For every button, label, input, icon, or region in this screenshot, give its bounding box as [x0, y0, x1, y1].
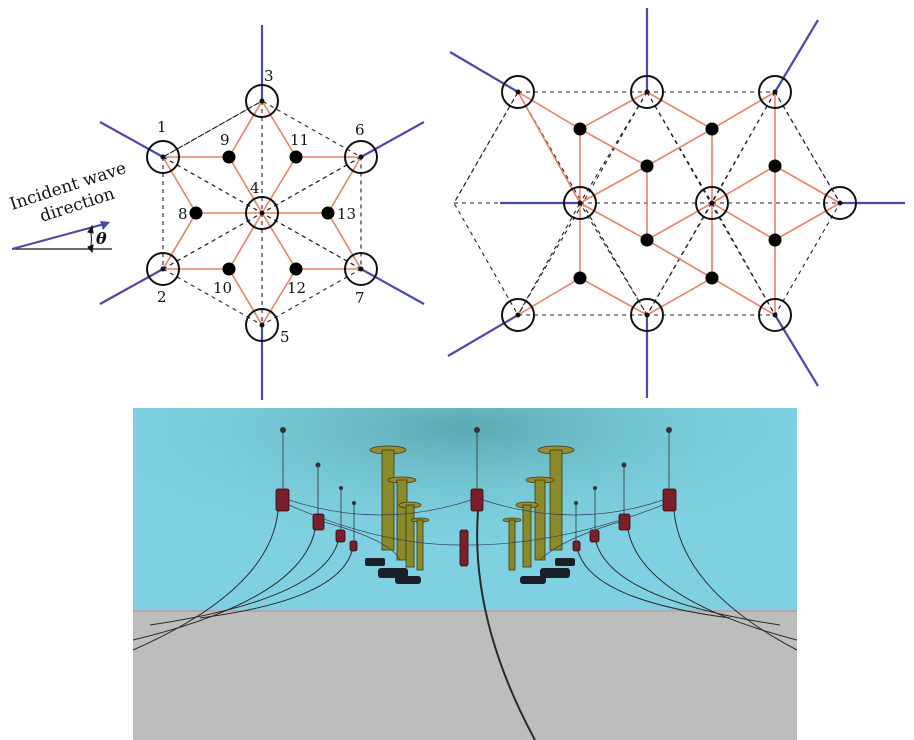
mooring-cables [132, 510, 798, 740]
solid-nodes [189, 150, 335, 276]
node-label-5: 5 [280, 328, 290, 346]
node-label-3: 3 [264, 67, 274, 85]
mooring-lines-right [447, 8, 905, 398]
floater-centers [160, 98, 364, 328]
surface-markers [280, 427, 672, 505]
floater-centers-right [515, 89, 843, 318]
surface-mist [133, 408, 797, 613]
surface-tethers [282, 430, 670, 541]
hexagon-array-diagram: 1 2 3 4 5 6 7 8 9 10 11 12 13 Incident w… [7, 25, 425, 400]
floater-circles [146, 84, 378, 342]
node-labels: 1 2 3 4 5 6 7 8 9 10 11 12 13 [157, 67, 365, 346]
seabed [133, 610, 797, 740]
angle-symbol: θ [96, 229, 107, 248]
floater-circles-right [501, 75, 857, 332]
floater-columns [369, 445, 575, 571]
angle-arc-icon [87, 224, 94, 254]
node-label-11: 11 [290, 131, 309, 149]
mooring-lines [99, 25, 425, 400]
extended-array-diagram [447, 8, 905, 398]
solid-nodes-right [573, 122, 782, 285]
node-label-13: 13 [337, 205, 356, 223]
connecting-cables [288, 499, 664, 561]
node-label-6: 6 [355, 121, 365, 139]
node-label-10: 10 [213, 279, 232, 297]
floater-bases [365, 558, 575, 584]
node-label-7: 7 [355, 289, 365, 307]
incident-wave-indicator: Incident wave direction θ [7, 158, 129, 254]
node-label-9: 9 [220, 131, 230, 149]
node-label-4: 4 [250, 179, 260, 197]
node-label-12: 12 [287, 279, 306, 297]
node-label-2: 2 [157, 288, 167, 306]
underwater-render [132, 408, 798, 740]
node-label-1: 1 [157, 118, 167, 136]
node-label-8: 8 [178, 205, 188, 223]
